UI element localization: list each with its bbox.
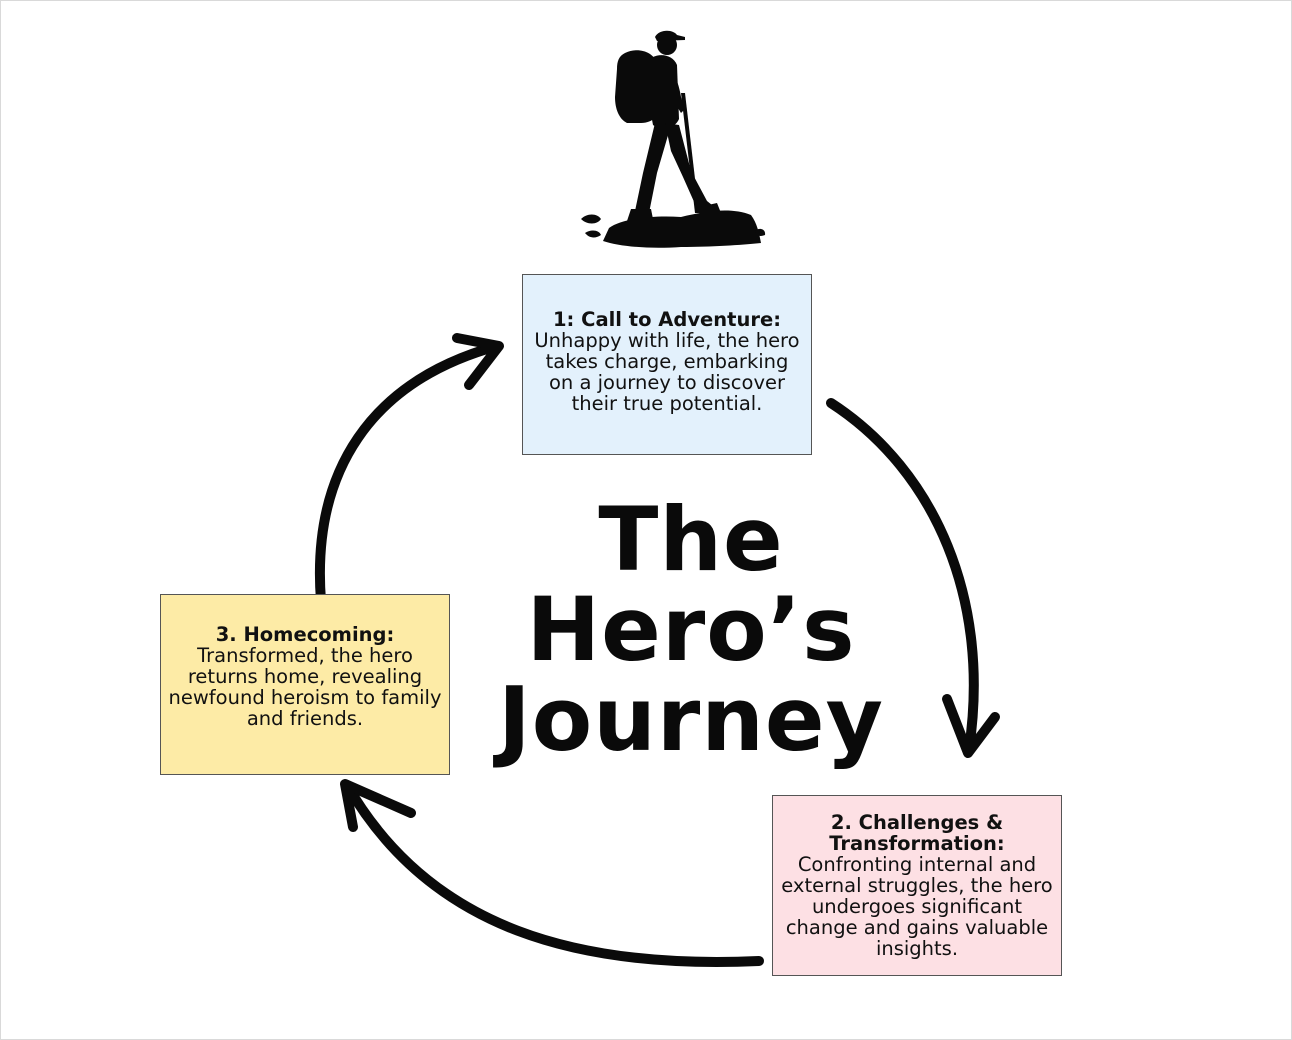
stage-title: 2. Challenges & Transformation:: [829, 811, 1005, 855]
stage-box-homecoming: 3. Homecoming: Transformed, the hero ret…: [160, 594, 450, 775]
arrow-challenges-to-homecoming-head: [340, 779, 416, 832]
arrow-homecoming-to-call: [315, 341, 502, 606]
title-line-3: Journey: [498, 668, 884, 771]
stage-description-line: Confronting internal and: [797, 853, 1037, 876]
stage-description-line: returns home, revealing: [187, 665, 423, 688]
stage-description-line: Transformed, the hero: [197, 644, 413, 667]
arrow-homecoming-to-call-head: [452, 333, 504, 390]
stage-title: 3. Homecoming:: [215, 623, 395, 646]
stage-description-line: undergoes significant: [811, 895, 1023, 918]
stage-description-line: their true potential.: [571, 392, 763, 415]
arrow-call-to-challenges: [826, 398, 979, 754]
hiker-silhouette-icon: [581, 30, 766, 248]
stage-description-line: Unhappy with life, the hero: [534, 329, 800, 352]
stage-description-line: and friends.: [246, 707, 364, 730]
stage-description-line: insights.: [875, 937, 959, 960]
arrow-call-to-challenges-head: [942, 694, 1000, 758]
stage-box-call-to-adventure: 1: Call to Adventure: Unhappy with life,…: [522, 274, 812, 455]
title-line-2: Hero’s: [526, 578, 856, 681]
stage-title: 1: Call to Adventure:: [552, 308, 781, 331]
stage-description-line: takes charge, embarking: [545, 350, 789, 373]
arrow-challenges-to-homecoming: [342, 780, 764, 968]
stage-description-line: on a journey to discover: [548, 371, 786, 394]
stage-description-line: newfound heroism to family: [168, 686, 442, 709]
stage-description-line: external struggles, the hero: [781, 874, 1053, 897]
diagram-title: The Hero’s Journey: [481, 495, 901, 765]
title-line-1: The: [598, 488, 784, 591]
stage-description-line: change and gains valuable: [785, 916, 1049, 939]
stage-box-challenges-transformation: 2. Challenges & Transformation: Confront…: [772, 795, 1062, 976]
